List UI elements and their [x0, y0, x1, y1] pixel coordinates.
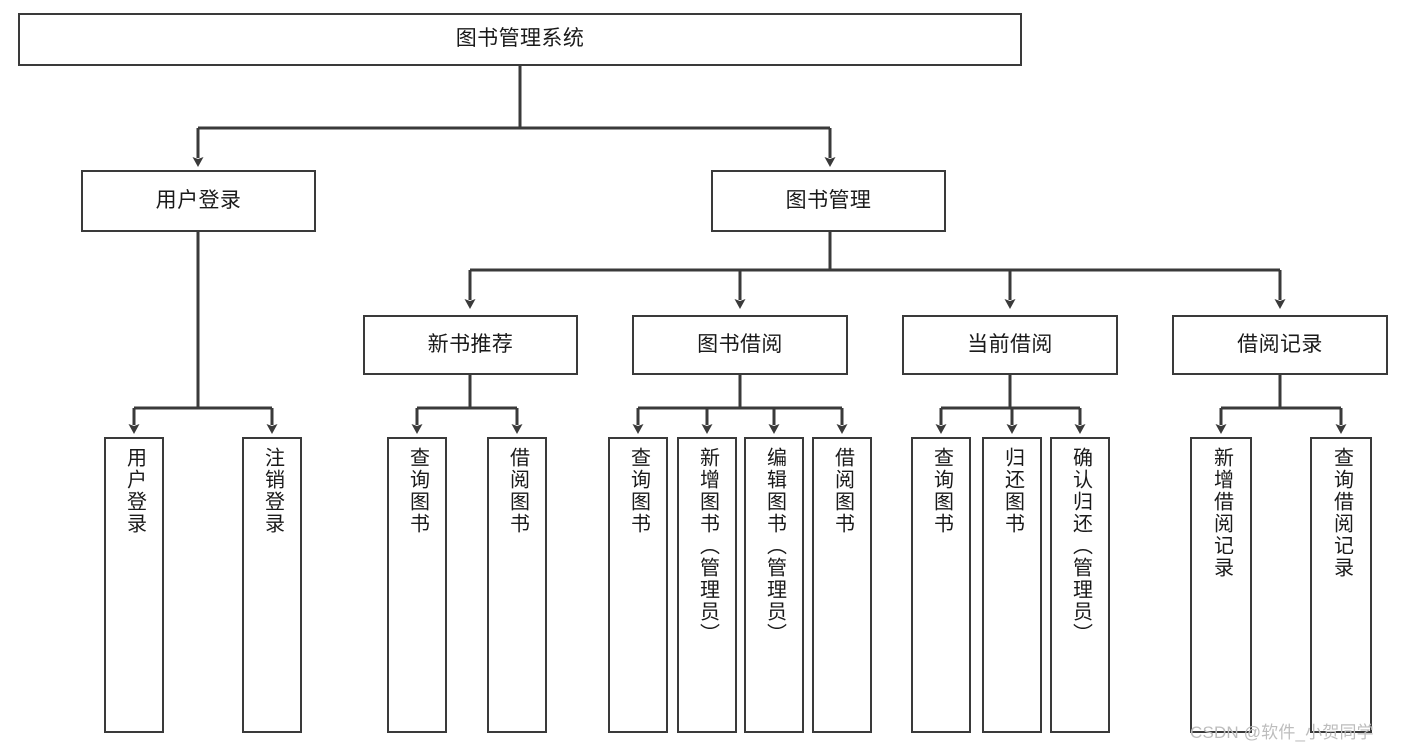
node-leaf-10[interactable]: 确认归还（管理员） [1050, 437, 1110, 733]
node-level2-0[interactable]: 用户登录 [81, 170, 316, 232]
node-leaf-12-label: 查询借阅记录 [1330, 447, 1353, 579]
node-level3-3-label: 借阅记录 [1237, 332, 1323, 356]
node-level2-1-label: 图书管理 [785, 188, 872, 212]
node-leaf-6[interactable]: 编辑图书（管理员） [744, 437, 804, 733]
node-leaf-9[interactable]: 归还图书 [982, 437, 1042, 733]
node-leaf-10-label: 确认归还（管理员） [1069, 447, 1092, 645]
node-leaf-8[interactable]: 查询图书 [911, 437, 971, 733]
node-level3-1[interactable]: 图书借阅 [632, 315, 848, 375]
node-root-label: 图书管理系统 [455, 27, 585, 51]
node-leaf-5-label: 新增图书（管理员） [696, 447, 719, 645]
node-leaf-2-label: 查询图书 [406, 447, 429, 535]
node-leaf-0[interactable]: 用户登录 [104, 437, 164, 733]
node-leaf-1-label: 注销登录 [261, 447, 284, 535]
node-level2-1[interactable]: 图书管理 [711, 170, 946, 232]
node-leaf-5[interactable]: 新增图书（管理员） [677, 437, 737, 733]
node-leaf-11[interactable]: 新增借阅记录 [1190, 437, 1252, 733]
node-level3-2[interactable]: 当前借阅 [902, 315, 1118, 375]
node-leaf-8-label: 查询图书 [930, 447, 953, 535]
node-level2-0-label: 用户登录 [155, 188, 242, 212]
node-leaf-0-label: 用户登录 [123, 447, 146, 535]
node-level3-0[interactable]: 新书推荐 [363, 315, 578, 375]
node-leaf-2[interactable]: 查询图书 [387, 437, 447, 733]
node-leaf-7[interactable]: 借阅图书 [812, 437, 872, 733]
node-leaf-3-label: 借阅图书 [506, 447, 529, 535]
node-leaf-9-label: 归还图书 [1001, 447, 1024, 535]
node-leaf-4[interactable]: 查询图书 [608, 437, 668, 733]
node-leaf-7-label: 借阅图书 [831, 447, 854, 535]
node-level3-3[interactable]: 借阅记录 [1172, 315, 1388, 375]
node-root[interactable]: 图书管理系统 [18, 13, 1022, 66]
csdn-watermark: CSDN @软件_小贺同学 [1190, 723, 1374, 742]
node-leaf-4-label: 查询图书 [627, 447, 650, 535]
node-leaf-1[interactable]: 注销登录 [242, 437, 302, 733]
node-level3-0-label: 新书推荐 [427, 332, 514, 356]
node-leaf-6-label: 编辑图书（管理员） [763, 447, 786, 645]
node-leaf-11-label: 新增借阅记录 [1210, 447, 1233, 579]
node-level3-2-label: 当前借阅 [967, 332, 1053, 356]
node-leaf-12[interactable]: 查询借阅记录 [1310, 437, 1372, 733]
node-leaf-3[interactable]: 借阅图书 [487, 437, 547, 733]
node-level3-1-label: 图书借阅 [697, 332, 783, 356]
